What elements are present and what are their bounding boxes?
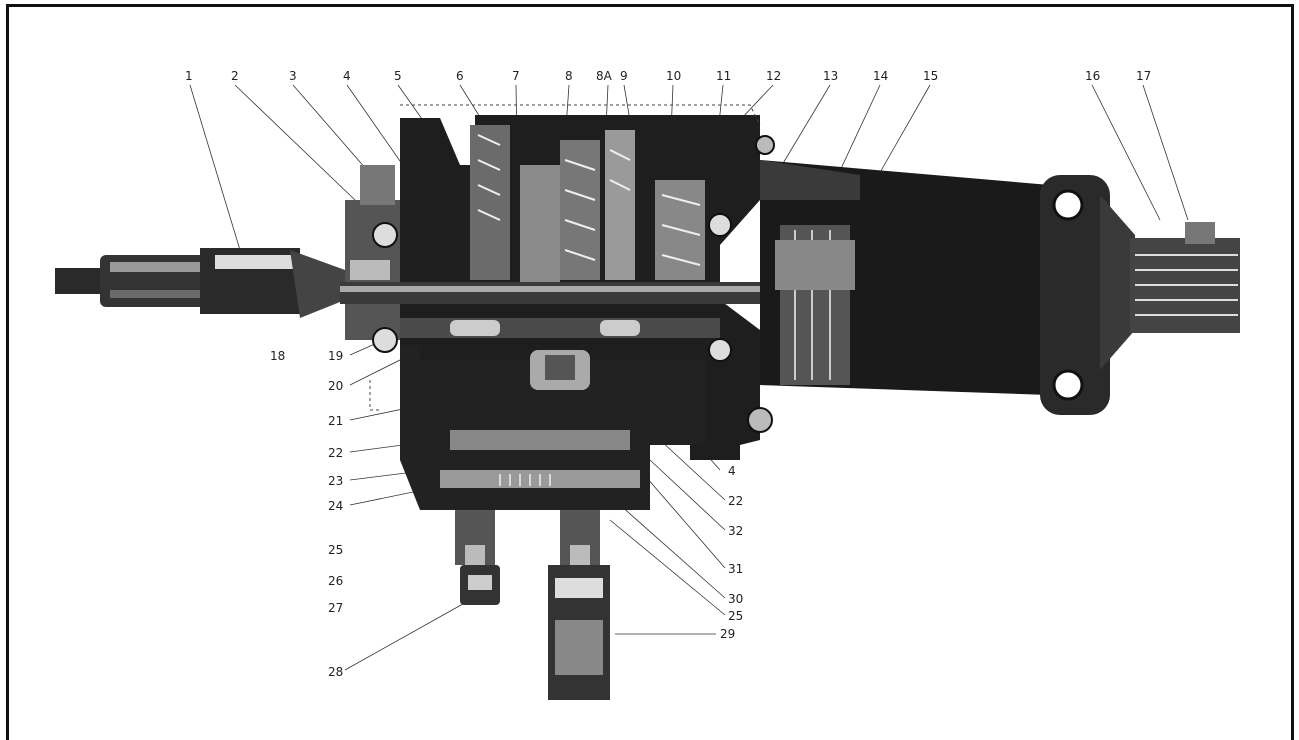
callout-28: 28 bbox=[328, 665, 344, 679]
callout-26: 26 bbox=[328, 574, 344, 588]
callout-3: 3 bbox=[289, 69, 297, 83]
callout-9: 9 bbox=[620, 69, 628, 83]
callout-27: 27 bbox=[328, 601, 344, 615]
callout-23: 23 bbox=[328, 474, 344, 488]
callout-17: 17 bbox=[1136, 69, 1152, 83]
callout-11: 11 bbox=[716, 69, 732, 83]
callout-24: 24 bbox=[328, 499, 344, 513]
callout-4-right: 4 bbox=[728, 464, 736, 478]
callout-32: 32 bbox=[728, 524, 744, 538]
callout-5: 5 bbox=[394, 69, 402, 83]
callout-8: 8 bbox=[565, 69, 573, 83]
callout-22-right: 22 bbox=[728, 494, 744, 508]
transmission-body bbox=[55, 115, 1240, 700]
callout-2: 2 bbox=[231, 69, 239, 83]
callout-21: 21 bbox=[328, 414, 344, 428]
callout-25-right: 25 bbox=[728, 609, 744, 623]
callout-31: 31 bbox=[728, 562, 744, 576]
callout-20: 20 bbox=[328, 379, 344, 393]
callout-10: 10 bbox=[666, 69, 682, 83]
callout-12: 12 bbox=[766, 69, 782, 83]
callout-22-left: 22 bbox=[328, 446, 344, 460]
callout-25-left: 25 bbox=[328, 543, 344, 557]
callout-19: 19 bbox=[328, 349, 344, 363]
callout-16: 16 bbox=[1085, 69, 1101, 83]
callout-18: 18 bbox=[270, 349, 286, 363]
callout-13: 13 bbox=[823, 69, 839, 83]
callout-14: 14 bbox=[873, 69, 889, 83]
callout-29: 29 bbox=[720, 627, 736, 641]
callout-15: 15 bbox=[923, 69, 939, 83]
callout-1: 1 bbox=[185, 69, 193, 83]
dashed-outline bbox=[369, 104, 761, 411]
callout-6: 6 bbox=[456, 69, 464, 83]
callout-4: 4 bbox=[343, 69, 351, 83]
callout-7: 7 bbox=[512, 69, 520, 83]
callout-8a: 8A bbox=[596, 69, 612, 83]
callout-30: 30 bbox=[728, 592, 744, 606]
